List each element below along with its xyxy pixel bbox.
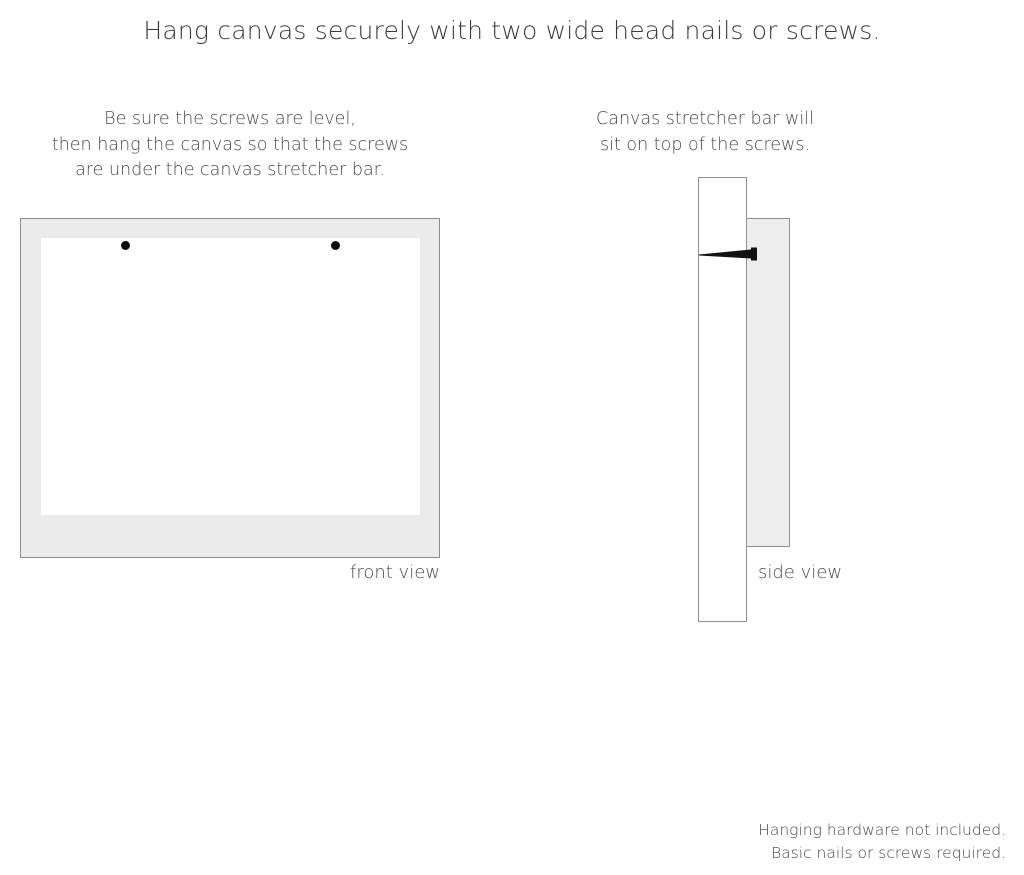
canvas-front-view: [20, 218, 440, 558]
side-view-label: side view: [758, 562, 843, 583]
footer-note: Hanging hardware not included. Basic nai…: [758, 819, 1006, 865]
screw-dot-left: [121, 241, 130, 250]
front-view-caption-line-1: Be sure the screws are level,: [104, 109, 356, 129]
screw-dot-right: [331, 241, 340, 250]
footer-line-2: Basic nails or screws required.: [771, 844, 1006, 862]
canvas-front-face: [41, 238, 420, 515]
side-view-caption-line-2: sit on top of the screws.: [599, 134, 811, 155]
front-view-label: front view: [350, 562, 440, 583]
front-view-caption: Be sure the screws are level, then hang …: [20, 107, 440, 184]
nail-icon: [699, 247, 757, 261]
footer-line-1: Hanging hardware not included.: [758, 821, 1006, 839]
front-view-caption-line-2: then hang the canvas so that the screws: [51, 134, 409, 155]
wall-profile: [698, 177, 747, 622]
front-view-caption-line-3: are under the canvas stretcher bar.: [75, 160, 385, 180]
side-view-caption-line-1: Canvas stretcher bar will: [596, 109, 814, 129]
side-view-caption: Canvas stretcher bar will sit on top of …: [585, 107, 825, 158]
canvas-stretcher-bar-profile: [746, 218, 790, 547]
page-title: Hang canvas securely with two wide head …: [143, 16, 881, 45]
